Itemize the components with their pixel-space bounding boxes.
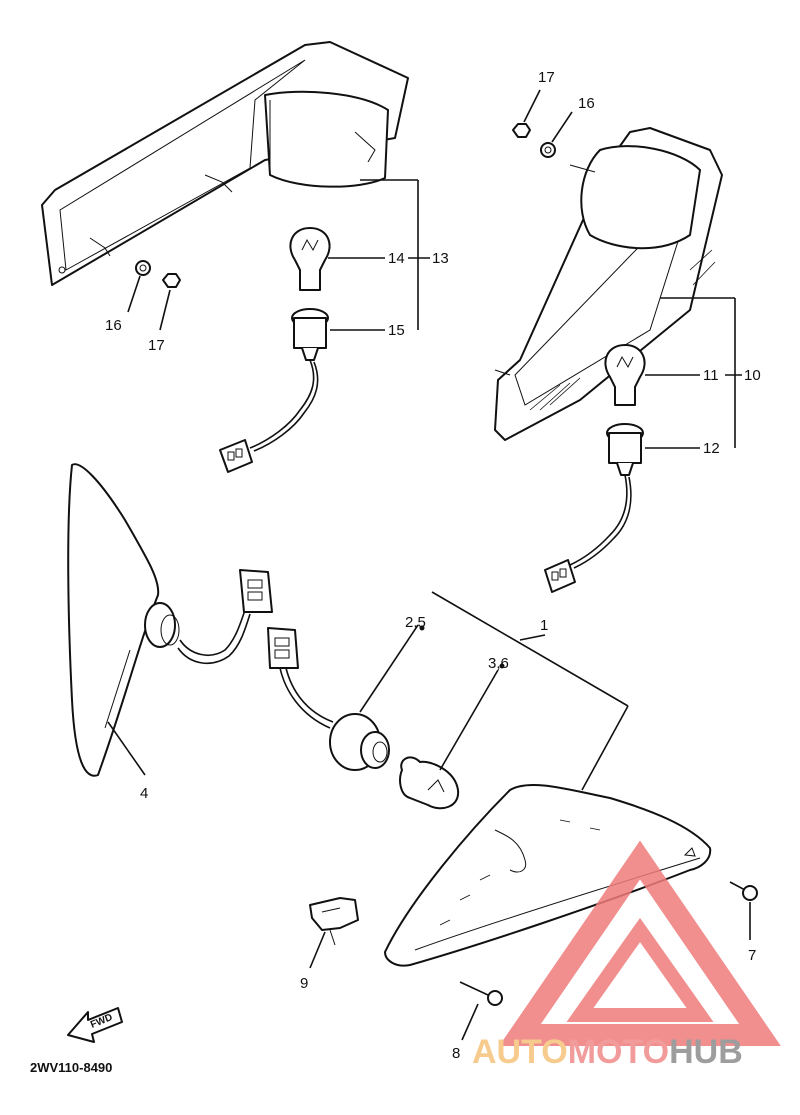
label-part-9: 9 [300, 975, 308, 992]
bulb-11 [604, 344, 646, 406]
watermark-hub: HUB [669, 1033, 743, 1071]
watermark-moto: MOTO [568, 1033, 669, 1071]
screw-8 [459, 981, 503, 1006]
front-signal-housing [67, 463, 180, 777]
bulb-14 [289, 227, 331, 291]
nut-17-left [162, 273, 181, 288]
washer-16-right [540, 142, 556, 158]
screw-7 [729, 881, 758, 901]
socket-12 [606, 423, 644, 476]
label-part-17-left: 17 [148, 337, 165, 354]
label-part-8: 8 [452, 1045, 460, 1062]
label-part-12: 12 [703, 440, 720, 457]
label-part-16-right: 16 [578, 95, 595, 112]
clip-9 [309, 897, 359, 946]
label-part-17-right: 17 [538, 69, 555, 86]
svg-text:AUTOMOTOHUB: AUTOMOTOHUB [472, 1033, 743, 1071]
connector-front-housing [239, 569, 273, 613]
diagram-code: 2WV110-8490 [30, 1060, 112, 1075]
label-part-15: 15 [388, 322, 405, 339]
label-part-16-left: 16 [105, 317, 122, 334]
label-part-2-5: 2,5 [405, 614, 426, 631]
automotohub-watermark: AUTOMOTOHUB [472, 840, 781, 1071]
label-part-7: 7 [748, 947, 756, 964]
automotohub-logo-icon [499, 840, 781, 1046]
front-signal-lens [384, 783, 712, 967]
rear-signal-assembly-right [494, 127, 723, 441]
nut-17-right [512, 123, 531, 138]
connector-right-rear [544, 559, 576, 593]
label-part-4: 4 [140, 785, 148, 802]
connector-left-rear [219, 439, 253, 473]
connector-front-socket [267, 627, 299, 669]
watermark-auto: AUTO [472, 1033, 568, 1071]
socket-15 [291, 308, 329, 361]
label-part-1: 1 [540, 617, 548, 634]
label-part-14: 14 [388, 250, 405, 267]
label-part-13: 13 [432, 250, 449, 267]
label-part-11: 11 [703, 367, 719, 384]
label-part-3-6: 3,6 [488, 655, 509, 672]
label-part-10: 10 [744, 367, 761, 384]
rear-signal-assembly-left [41, 41, 409, 286]
forward-direction-arrow: FWD [67, 1007, 123, 1043]
bulb-3-6 [399, 756, 460, 810]
washer-16-left [135, 260, 151, 276]
socket-2-5 [329, 713, 390, 771]
